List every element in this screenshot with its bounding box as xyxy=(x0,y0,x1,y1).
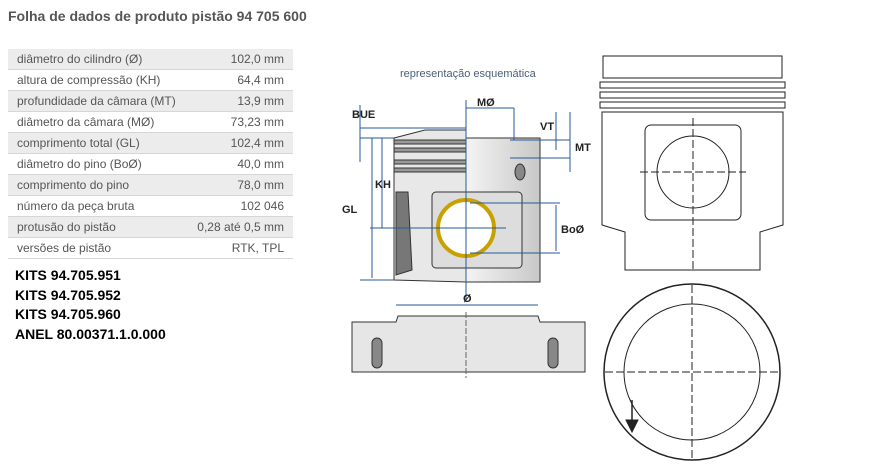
page-title: Folha de dados de produto pistão 94 705 … xyxy=(8,8,307,24)
spec-value: 102,4 mm xyxy=(186,132,293,154)
spec-value: 73,23 mm xyxy=(186,111,293,133)
spec-label: altura de compressão (KH) xyxy=(8,69,187,91)
kits-list: KITS 94.705.951 KITS 94.705.952 KITS 94.… xyxy=(15,266,166,344)
spec-value: 78,0 mm xyxy=(186,174,293,196)
label-bue: BUE xyxy=(352,109,375,121)
kit-item: KITS 94.705.951 xyxy=(15,267,121,283)
spec-label: versões de pistão xyxy=(8,237,187,259)
spec-label: protusão do pistão xyxy=(8,216,187,238)
label-kh: KH xyxy=(375,179,391,191)
kit-item: KITS 94.705.960 xyxy=(15,306,121,322)
spec-value: 0,28 até 0,5 mm xyxy=(186,216,293,238)
spec-row: profundidade da câmara (MT)13,9 mm xyxy=(8,90,293,112)
spec-row: diâmetro da câmara (MØ)73,23 mm xyxy=(8,111,293,133)
label-diameter: Ø xyxy=(463,293,472,305)
spec-label: comprimento total (GL) xyxy=(8,132,187,154)
piston-section-view xyxy=(351,312,586,378)
spec-label: comprimento do pino xyxy=(8,174,187,196)
piston-top-view xyxy=(603,283,781,461)
label-mo: MØ xyxy=(477,97,495,109)
piston-front-view xyxy=(599,55,786,272)
kit-item: KITS 94.705.952 xyxy=(15,286,121,303)
spec-value: 102,0 mm xyxy=(186,49,293,70)
spec-row: diâmetro do pino (BoØ)40,0 mm xyxy=(8,153,293,175)
spec-row: diâmetro do cilindro (Ø)102,0 mm xyxy=(8,49,293,70)
spec-label: número da peça bruta xyxy=(8,195,187,217)
spec-label: diâmetro do pino (BoØ) xyxy=(8,153,187,175)
kit-item: ANEL 80.00371.1.0.000 xyxy=(15,325,166,342)
spec-value: 64,4 mm xyxy=(186,69,293,91)
diagram-caption: representação esquemática xyxy=(400,68,536,80)
dimension-lines xyxy=(359,100,571,306)
spec-label: profundidade da câmara (MT) xyxy=(8,90,187,112)
label-boo: BoØ xyxy=(561,224,585,236)
spec-row: comprimento total (GL)102,4 mm xyxy=(8,132,293,154)
spec-label: diâmetro do cilindro (Ø) xyxy=(8,49,187,70)
label-mt: MT xyxy=(575,142,591,154)
spec-value: 13,9 mm xyxy=(186,90,293,112)
spec-value: RTK, TPL xyxy=(186,237,293,259)
piston-side-view xyxy=(393,129,541,283)
label-vt: VT xyxy=(540,121,554,133)
spec-value: 40,0 mm xyxy=(186,153,293,175)
spec-row: altura de compressão (KH)64,4 mm xyxy=(8,69,293,91)
spec-label: diâmetro da câmara (MØ) xyxy=(8,111,187,133)
label-gl: GL xyxy=(342,204,358,216)
spec-value: 102 046 xyxy=(186,195,293,217)
